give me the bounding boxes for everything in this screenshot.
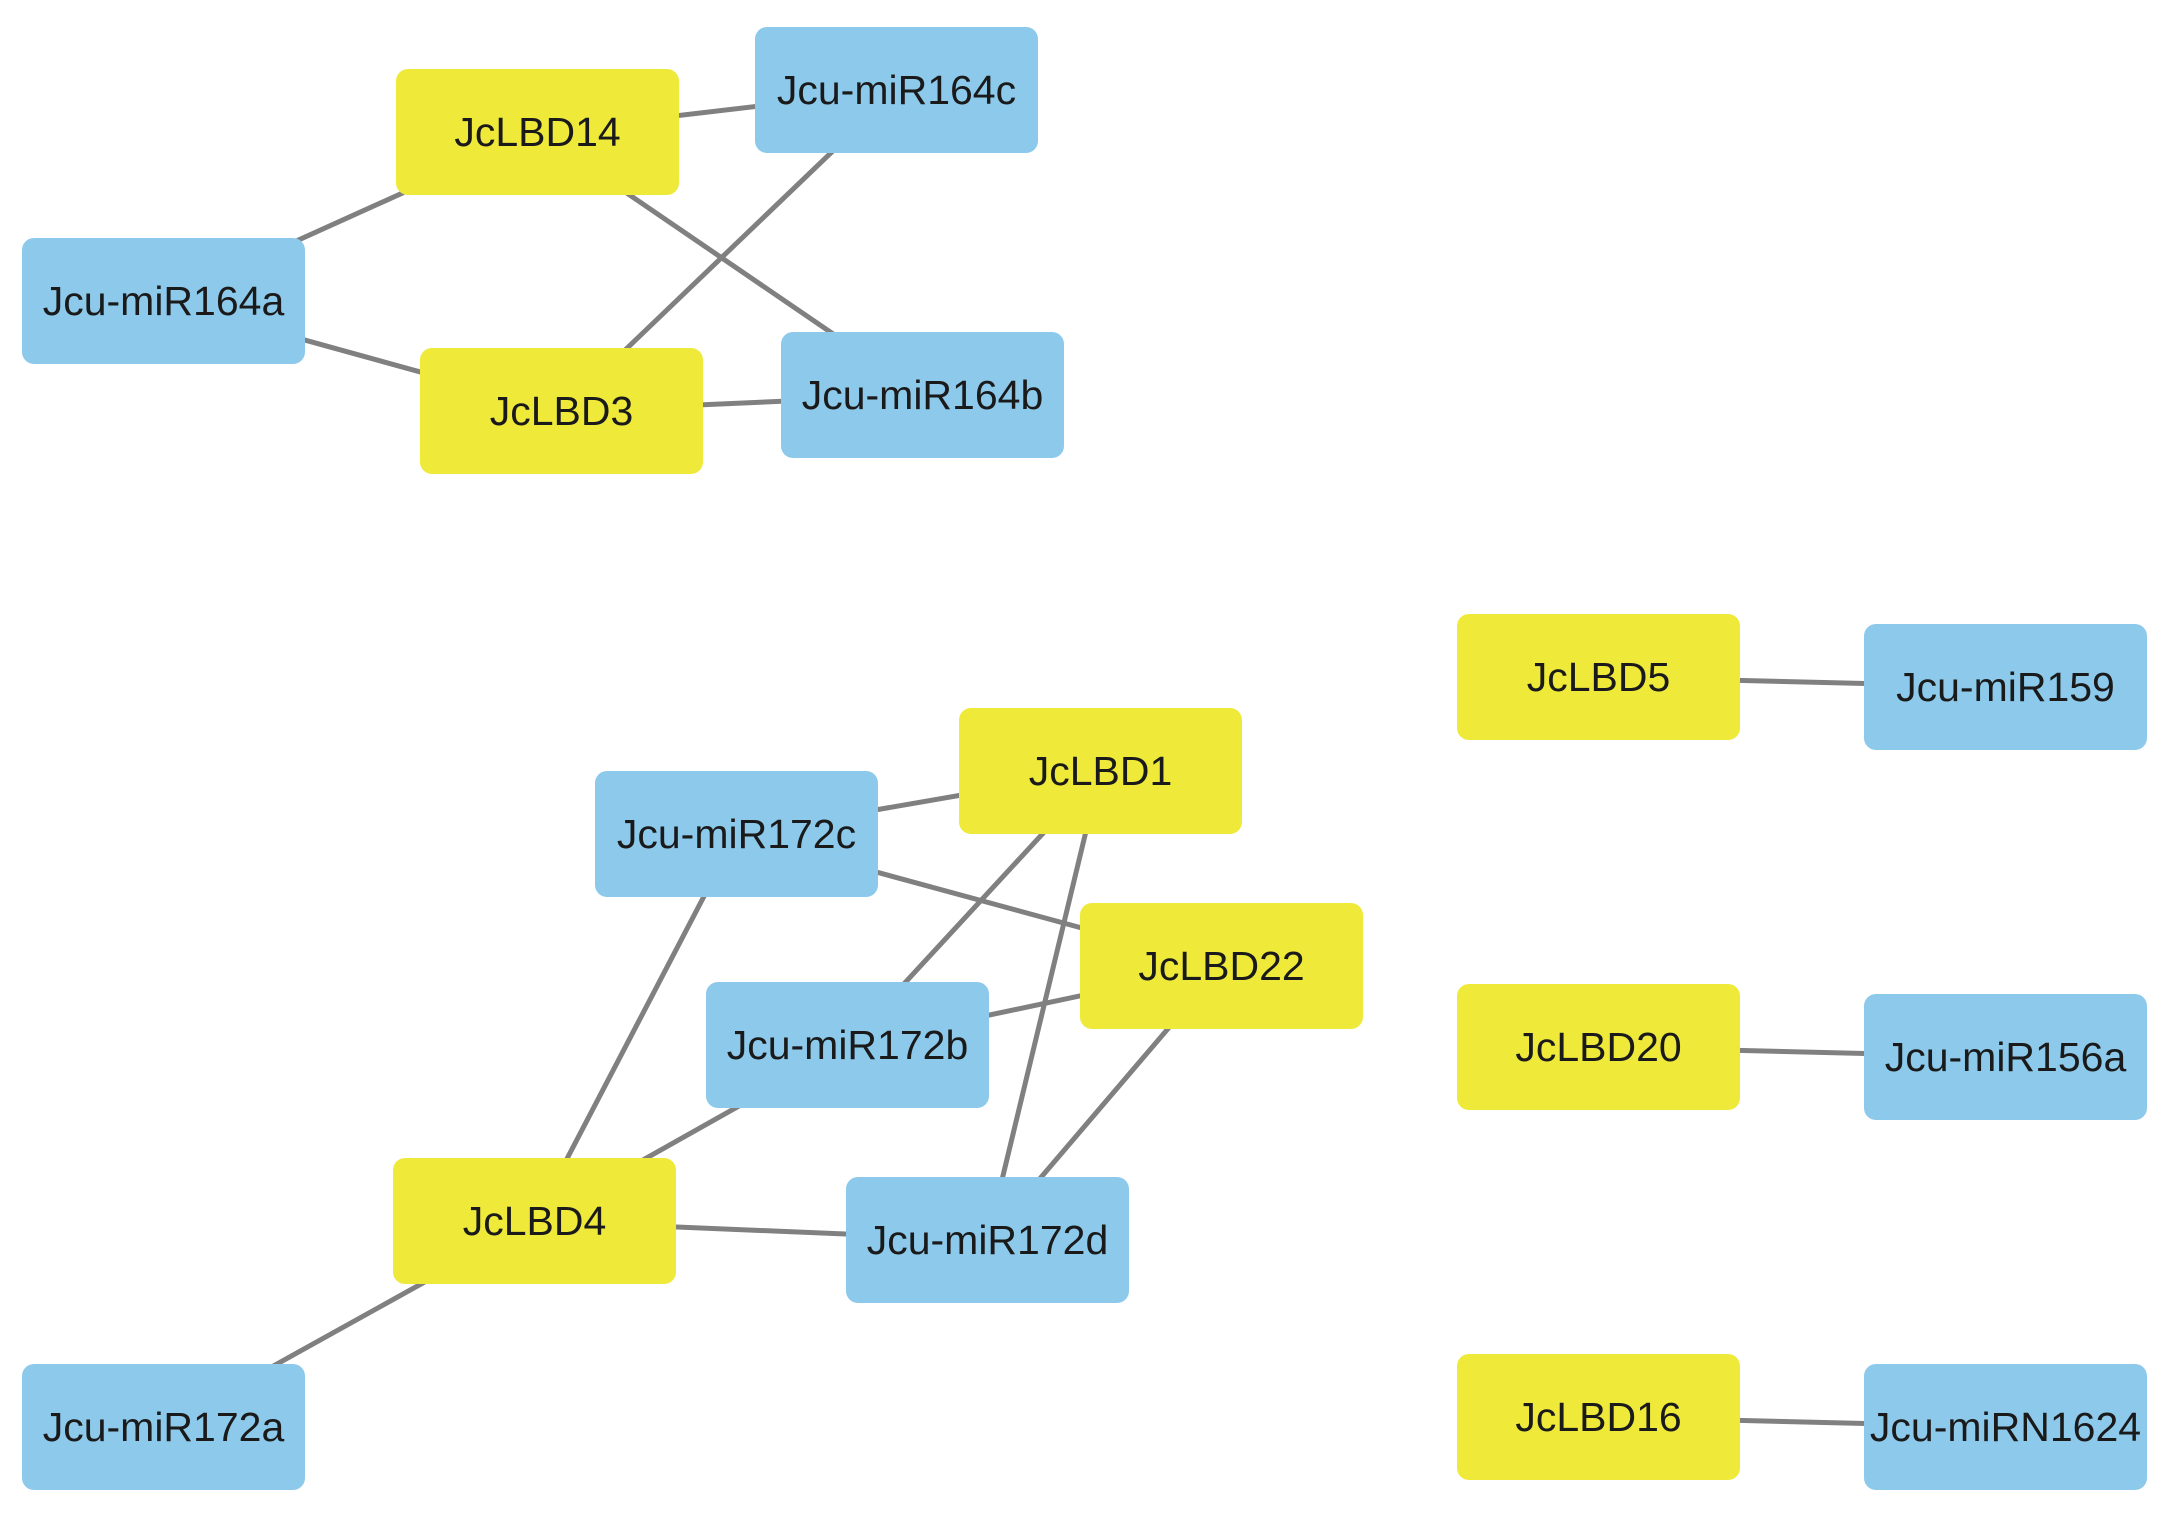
node-label: JcLBD5 <box>1526 653 1671 700</box>
edge-jclbd4-jcu-mir172c <box>532 832 739 1223</box>
node-jcu-mir159: Jcu-miR159 <box>1864 624 2147 750</box>
node-jcu-mirn1624: Jcu-miRN1624 <box>1864 1364 2147 1490</box>
node-label: JcLBD14 <box>454 108 621 155</box>
node-label: Jcu-miR172d <box>866 1216 1109 1263</box>
node-label: Jcu-miR164c <box>776 66 1017 113</box>
node-jcu-mir164b: Jcu-miR164b <box>781 332 1064 458</box>
node-label: JcLBD1 <box>1028 747 1173 794</box>
node-jcu-mir156a: Jcu-miR156a <box>1864 994 2147 1120</box>
node-label: Jcu-miR164a <box>42 277 285 324</box>
node-label: JcLBD16 <box>1515 1393 1682 1440</box>
node-jclbd5: JcLBD5 <box>1457 614 1740 740</box>
node-label: Jcu-miR172a <box>42 1403 285 1450</box>
node-jcu-mir172d: Jcu-miR172d <box>846 1177 1129 1303</box>
node-label: Jcu-miR172c <box>616 810 857 857</box>
node-label: Jcu-miR172b <box>726 1021 969 1068</box>
node-jclbd14: JcLBD14 <box>396 69 679 195</box>
node-jclbd20: JcLBD20 <box>1457 984 1740 1110</box>
node-label: Jcu-miR164b <box>801 371 1044 418</box>
node-jclbd16: JcLBD16 <box>1457 1354 1740 1480</box>
node-label: JcLBD3 <box>489 387 634 434</box>
node-jcu-mir172a: Jcu-miR172a <box>22 1364 305 1490</box>
node-jclbd4: JcLBD4 <box>393 1158 676 1284</box>
node-jclbd22: JcLBD22 <box>1080 903 1363 1029</box>
node-jcu-mir164a: Jcu-miR164a <box>22 238 305 364</box>
node-label: Jcu-miR159 <box>1896 663 2115 710</box>
node-jclbd1: JcLBD1 <box>959 708 1242 834</box>
node-label: JcLBD20 <box>1515 1023 1682 1070</box>
node-jcu-mir172b: Jcu-miR172b <box>706 982 989 1108</box>
node-jcu-mir164c: Jcu-miR164c <box>755 27 1038 153</box>
node-label: Jcu-miR156a <box>1884 1033 2127 1080</box>
node-label: JcLBD4 <box>462 1197 607 1244</box>
node-jcu-mir172c: Jcu-miR172c <box>595 771 878 897</box>
node-jclbd3: JcLBD3 <box>420 348 703 474</box>
node-label: Jcu-miRN1624 <box>1869 1403 2142 1450</box>
node-label: JcLBD22 <box>1138 942 1305 989</box>
